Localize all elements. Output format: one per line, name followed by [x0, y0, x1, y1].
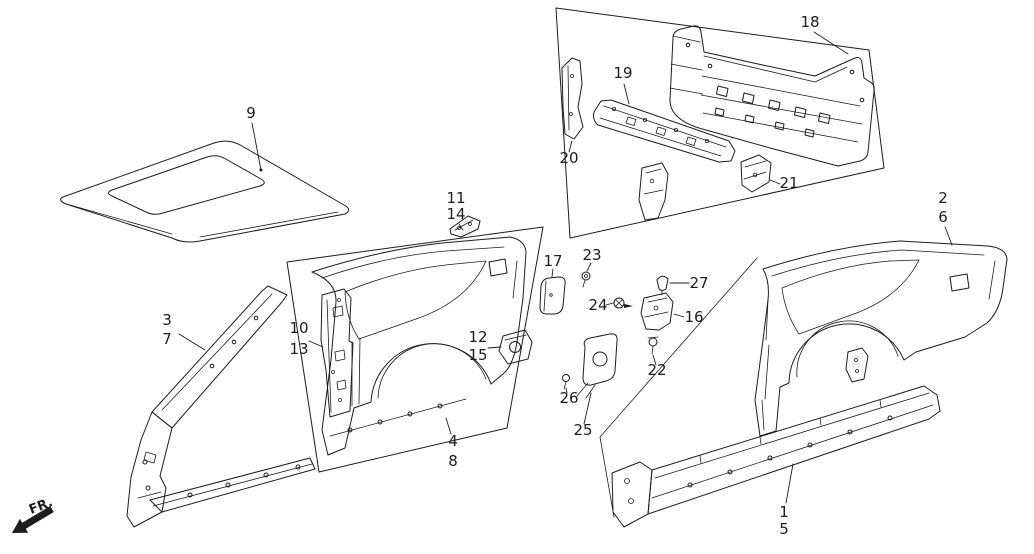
callout-24: 24 [588, 296, 607, 314]
a-pillar-strip [151, 285, 288, 429]
clip-27 [656, 275, 669, 296]
callout-16: 16 [684, 308, 703, 326]
rear-panel-side-stiffener [561, 57, 584, 140]
callout-15: 15 [468, 346, 487, 364]
callout-10: 10 [289, 319, 308, 337]
sill-hole-markers [687, 415, 893, 488]
callout-7: 7 [162, 330, 172, 348]
callout-3: 3 [162, 311, 172, 329]
b-pillar-stiffener [320, 288, 354, 418]
callout-17: 17 [543, 252, 562, 270]
fr-direction-indicator: FR. [12, 495, 55, 533]
quarter-window-opening [344, 260, 487, 340]
corner-gusset [740, 154, 772, 193]
callout-leader-lines [178, 31, 953, 504]
assembly-boundary-box [286, 226, 544, 473]
side-panel-sail-line [321, 246, 505, 279]
callout-26: 26 [559, 389, 578, 407]
fuel-lid [539, 276, 566, 315]
center-gusset [638, 162, 669, 221]
callout-12: 12 [468, 328, 487, 346]
rear-shelf-rail [593, 99, 736, 163]
callout-numbers: 9 18 19 20 21 2 6 11 14 23 17 27 24 16 3… [162, 13, 948, 538]
aperture-sill-inner-line [152, 463, 313, 507]
side-sill-panel [611, 385, 941, 528]
callout-2: 2 [938, 189, 948, 207]
roof-outer-edge [60, 140, 350, 243]
callout-4: 4 [448, 432, 458, 450]
callout-8: 8 [448, 452, 458, 470]
callout-23: 23 [582, 246, 601, 264]
callout-25: 25 [573, 421, 592, 439]
side-outer-panel [311, 236, 527, 456]
quarter-sail-line [771, 249, 985, 277]
sill-mid-line [651, 404, 934, 499]
quarter-panel-outline [754, 240, 1008, 437]
rear-panel-assembly [555, 7, 885, 239]
roof-panel [60, 140, 350, 243]
fuel-filler-adapter [498, 329, 533, 365]
fr-arrow-icon [12, 506, 54, 533]
quarter-panel [599, 240, 1008, 518]
assembly-boundary-box [555, 7, 885, 239]
body-side-aperture [126, 285, 316, 528]
aperture-hole-markers [142, 315, 301, 498]
callout-21: 21 [779, 174, 798, 192]
arch-front-bracket [845, 347, 869, 383]
side-panel-assembly [286, 215, 544, 473]
roof-side-bracket [449, 215, 481, 238]
sill-top-line [654, 392, 930, 479]
callout-14: 14 [446, 205, 465, 223]
callout-22: 22 [647, 361, 666, 379]
callout-1: 1 [779, 503, 789, 521]
sill-hole-markers [347, 403, 443, 433]
rear-edge-line [512, 260, 518, 299]
fuel-opening [488, 258, 508, 277]
callout-18: 18 [800, 13, 819, 31]
sill-strip [647, 385, 941, 515]
sill-inner-line [329, 398, 467, 437]
clip-26 [562, 374, 570, 390]
a-pillar-inner-line [161, 293, 273, 411]
wheel-arch-flange [377, 343, 487, 399]
callout-19: 19 [613, 64, 632, 82]
front-pillar-lower [126, 411, 173, 528]
group-boundary-lines [599, 257, 758, 518]
fuel-filler-pocket-25 [576, 333, 618, 399]
roof-inner-lines [69, 204, 339, 238]
quarter-arch-flange [796, 320, 899, 378]
callout-20: 20 [559, 149, 578, 167]
callout-9: 9 [246, 104, 256, 122]
sill-tick-marks [699, 399, 882, 464]
quarter-window-opening [781, 259, 920, 335]
sunroof-opening [108, 155, 265, 215]
clip-23 [581, 271, 591, 288]
rear-panel [669, 25, 875, 167]
front-pillar-detail [137, 451, 162, 499]
rear-panel-hole-markers [685, 42, 865, 138]
grommet-22 [647, 336, 659, 355]
aperture-sill-strip [149, 457, 316, 513]
fr-label: FR. [27, 495, 55, 518]
fuel-lid-hinge-bracket-16 [640, 292, 674, 331]
callout-6: 6 [938, 208, 948, 226]
callout-13: 13 [289, 340, 308, 358]
sill-end-cap [611, 461, 653, 528]
quarter-front-leg-lines [761, 299, 770, 431]
screw-24 [613, 297, 633, 309]
callout-11: 11 [446, 189, 465, 207]
callout-27: 27 [689, 274, 708, 292]
callout-5: 5 [779, 520, 789, 538]
quarter-rear-line [988, 260, 996, 300]
quarter-fuel-opening [949, 273, 970, 292]
